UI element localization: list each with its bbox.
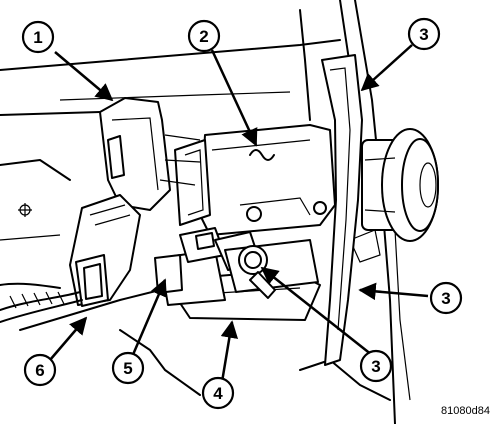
wire-harness (0, 203, 83, 323)
sensor-housing (174, 124, 336, 236)
mounting-bracket (154, 227, 321, 321)
electrical-connector (69, 194, 141, 307)
leader-6 (49, 316, 88, 361)
callout-2: 2 (187, 19, 221, 53)
callout-6: 6 (23, 353, 57, 387)
leader-3-top (360, 44, 413, 92)
callout-3-top-label: 3 (419, 25, 428, 44)
callout-3-right: 3 (429, 281, 463, 315)
callout-1-label: 1 (33, 28, 42, 47)
switch-body (99, 97, 201, 211)
callout-4: 4 (201, 376, 235, 410)
callout-1: 1 (21, 20, 55, 54)
leader-5 (130, 278, 167, 358)
leader-4 (220, 320, 239, 383)
pivot-bushing (361, 128, 439, 242)
callout-4-label: 4 (213, 384, 223, 403)
callout-5-label: 5 (123, 359, 132, 378)
callout-6-label: 6 (35, 361, 44, 380)
leader-3-right (358, 282, 429, 301)
pedal-arm (321, 54, 363, 366)
leader-lines (49, 44, 429, 383)
callout-3-top: 3 (407, 17, 441, 51)
leader-2 (210, 49, 258, 147)
leader-3-bottom (260, 266, 373, 356)
figure-reference-code: 81080d84 (441, 405, 490, 417)
pivot-bolt (238, 245, 276, 299)
callout-5: 5 (111, 351, 145, 385)
callout-2-label: 2 (199, 27, 208, 46)
callout-3-bottom: 3 (359, 349, 393, 383)
callout-3-right-label: 3 (441, 289, 450, 308)
leader-1 (54, 51, 114, 102)
callout-3-bottom-label: 3 (371, 357, 380, 376)
